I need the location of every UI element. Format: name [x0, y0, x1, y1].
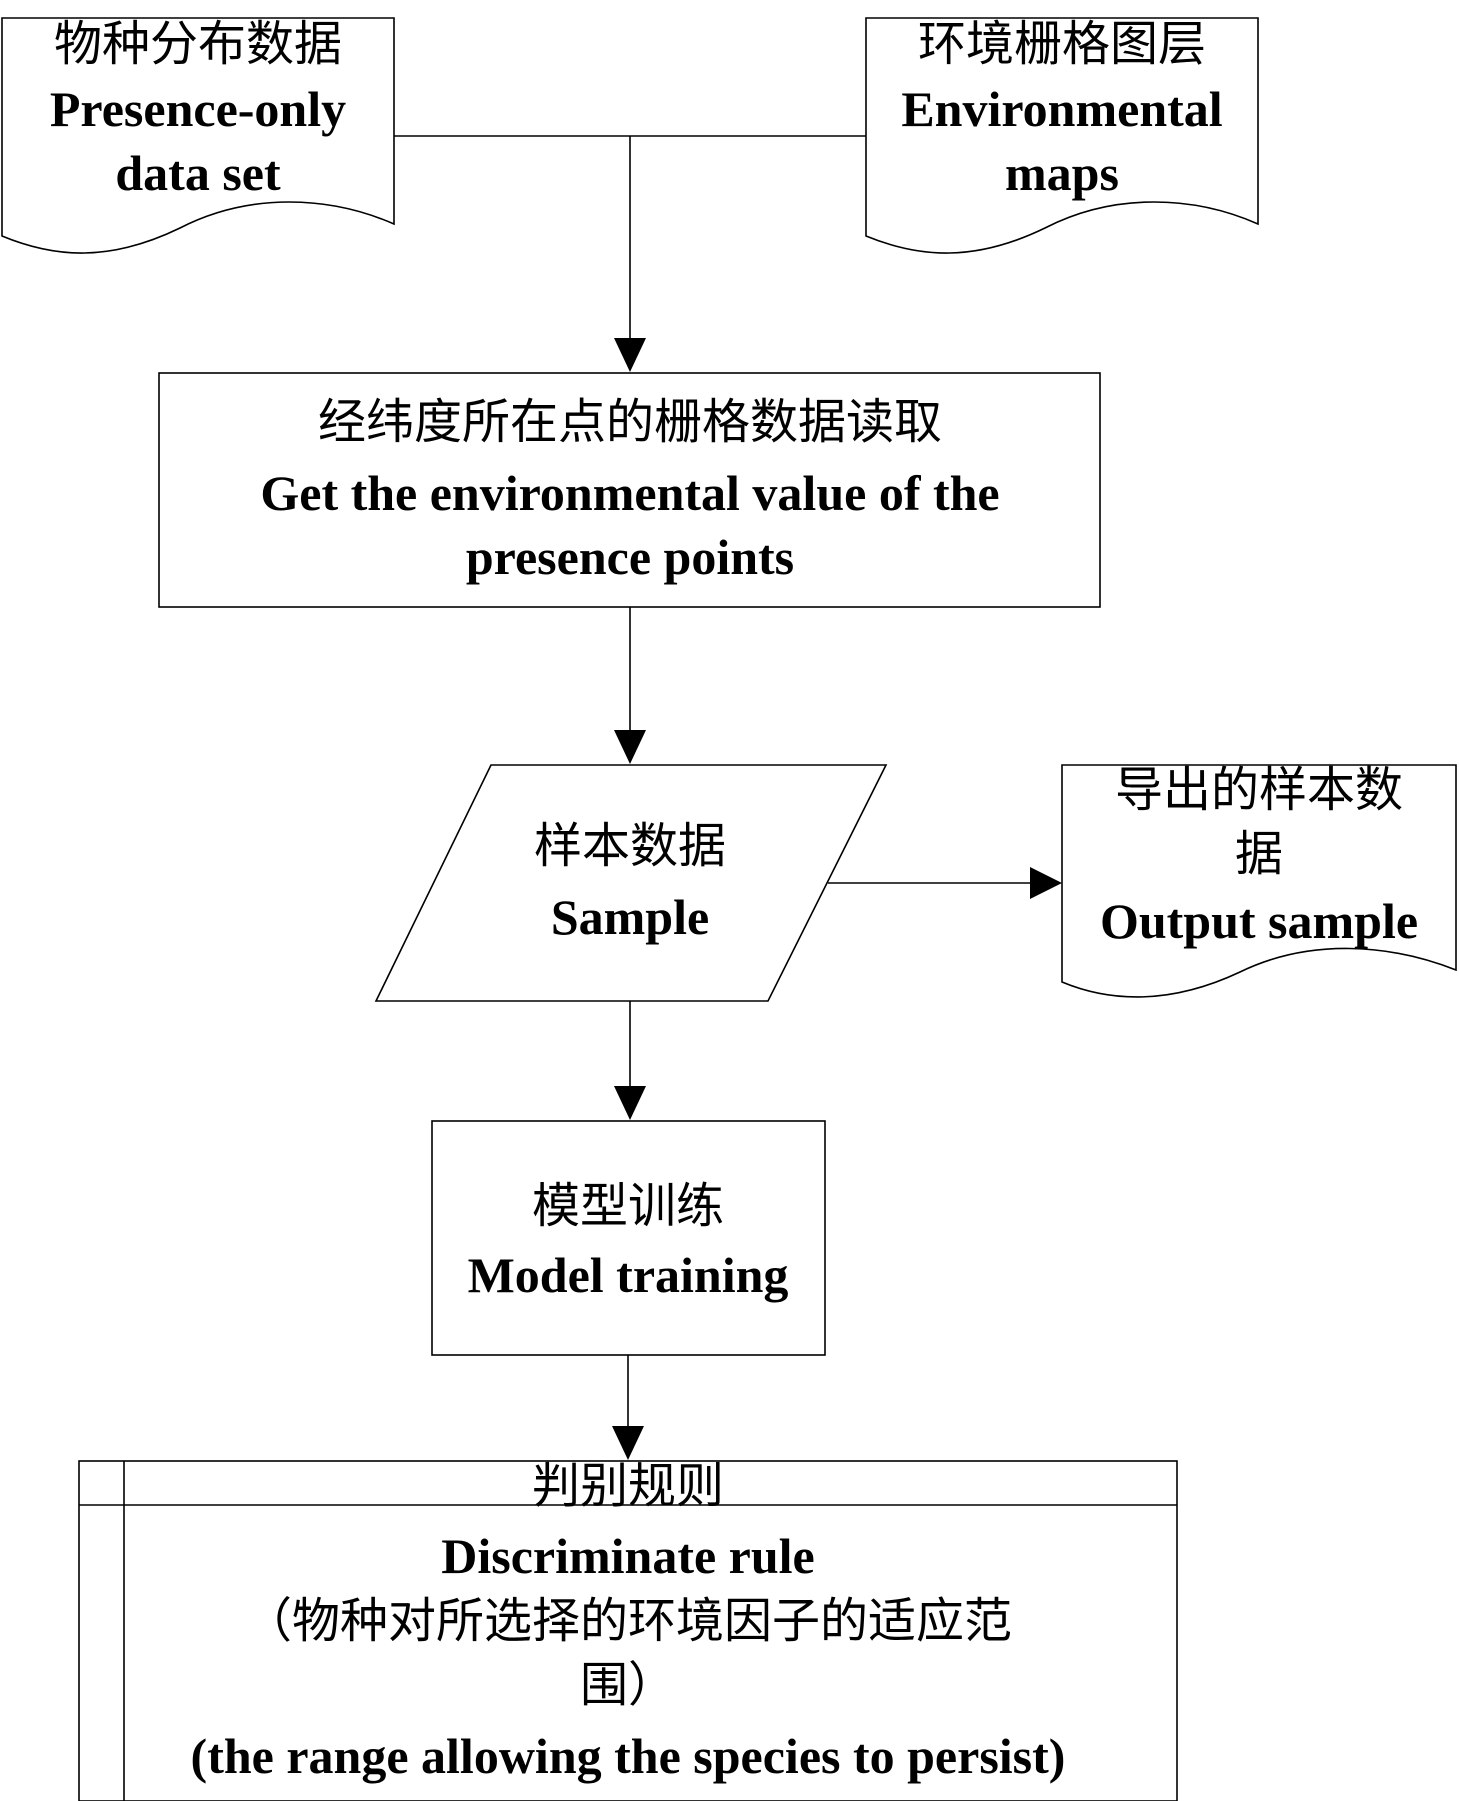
output-sample-zh-label-line2: 据: [1235, 826, 1283, 882]
output-sample-node: 导出的样本数 据 Output sample: [1061, 762, 1457, 998]
arrow-head-to-rule: [612, 1426, 644, 1460]
presence-data-en-label-line1: Presence-only: [50, 81, 346, 137]
sample-zh-label: 样本数据: [534, 818, 726, 874]
rule-en-label: Discriminate rule: [441, 1528, 815, 1584]
extract-en-label-line2: presence points: [466, 529, 794, 585]
presence-data-node: 物种分布数据 Presence-only data set: [1, 16, 395, 254]
presence-data-en-label-line2: data set: [115, 145, 281, 201]
sample-to-output-connector: [828, 867, 1062, 899]
model-training-en-label: Model training: [468, 1247, 789, 1303]
model-training-node: 模型训练 Model training: [431, 1120, 826, 1356]
arrow-head-to-model: [614, 1086, 646, 1120]
output-sample-en-label: Output sample: [1100, 893, 1418, 949]
rule-zh-note-line2: 围）: [580, 1657, 676, 1713]
extract-process-box: [158, 372, 1101, 608]
extract-to-sample-connector: [614, 607, 646, 764]
arrow-head-to-extract: [614, 338, 646, 372]
sample-node: 样本数据 Sample: [374, 764, 888, 1002]
presence-data-document-shape: [1, 17, 395, 254]
extract-node: 经纬度所在点的栅格数据读取 Get the environmental valu…: [158, 372, 1101, 608]
arrow-head-to-output: [1030, 867, 1062, 899]
discriminate-rule-node: 判别规则 Discriminate rule （物种对所选择的环境因子的适应范 …: [78, 1458, 1178, 1801]
output-sample-zh-label-line1: 导出的样本数: [1115, 762, 1403, 818]
env-maps-document-shape: [865, 17, 1259, 254]
model-training-process-box: [431, 1120, 826, 1356]
arrow-head-to-sample: [614, 730, 646, 764]
output-sample-document-shape: [1061, 764, 1457, 998]
rule-zh-note-line1: （物种对所选择的环境因子的适应范: [244, 1593, 1012, 1649]
inputs-connector: [394, 135, 866, 372]
env-maps-en-label-line1: Environmental: [901, 81, 1222, 137]
presence-data-zh-label: 物种分布数据: [54, 16, 342, 72]
extract-zh-label: 经纬度所在点的栅格数据读取: [318, 394, 942, 450]
discriminate-rule-storage-box: [78, 1460, 1178, 1801]
sample-to-model-connector: [614, 1001, 646, 1120]
sample-data-parallelogram: [374, 764, 888, 1002]
env-maps-zh-label: 环境栅格图层: [918, 16, 1206, 72]
env-maps-node: 环境栅格图层 Environmental maps: [865, 16, 1259, 254]
extract-en-label-line1: Get the environmental value of the: [260, 465, 999, 521]
model-training-zh-label: 模型训练: [532, 1178, 724, 1234]
sample-en-label: Sample: [551, 889, 709, 945]
model-to-rule-connector: [612, 1355, 644, 1460]
rule-en-note: (the range allowing the species to persi…: [191, 1728, 1066, 1784]
env-maps-en-label-line2: maps: [1005, 145, 1119, 201]
rule-zh-label: 判别规则: [532, 1458, 724, 1514]
